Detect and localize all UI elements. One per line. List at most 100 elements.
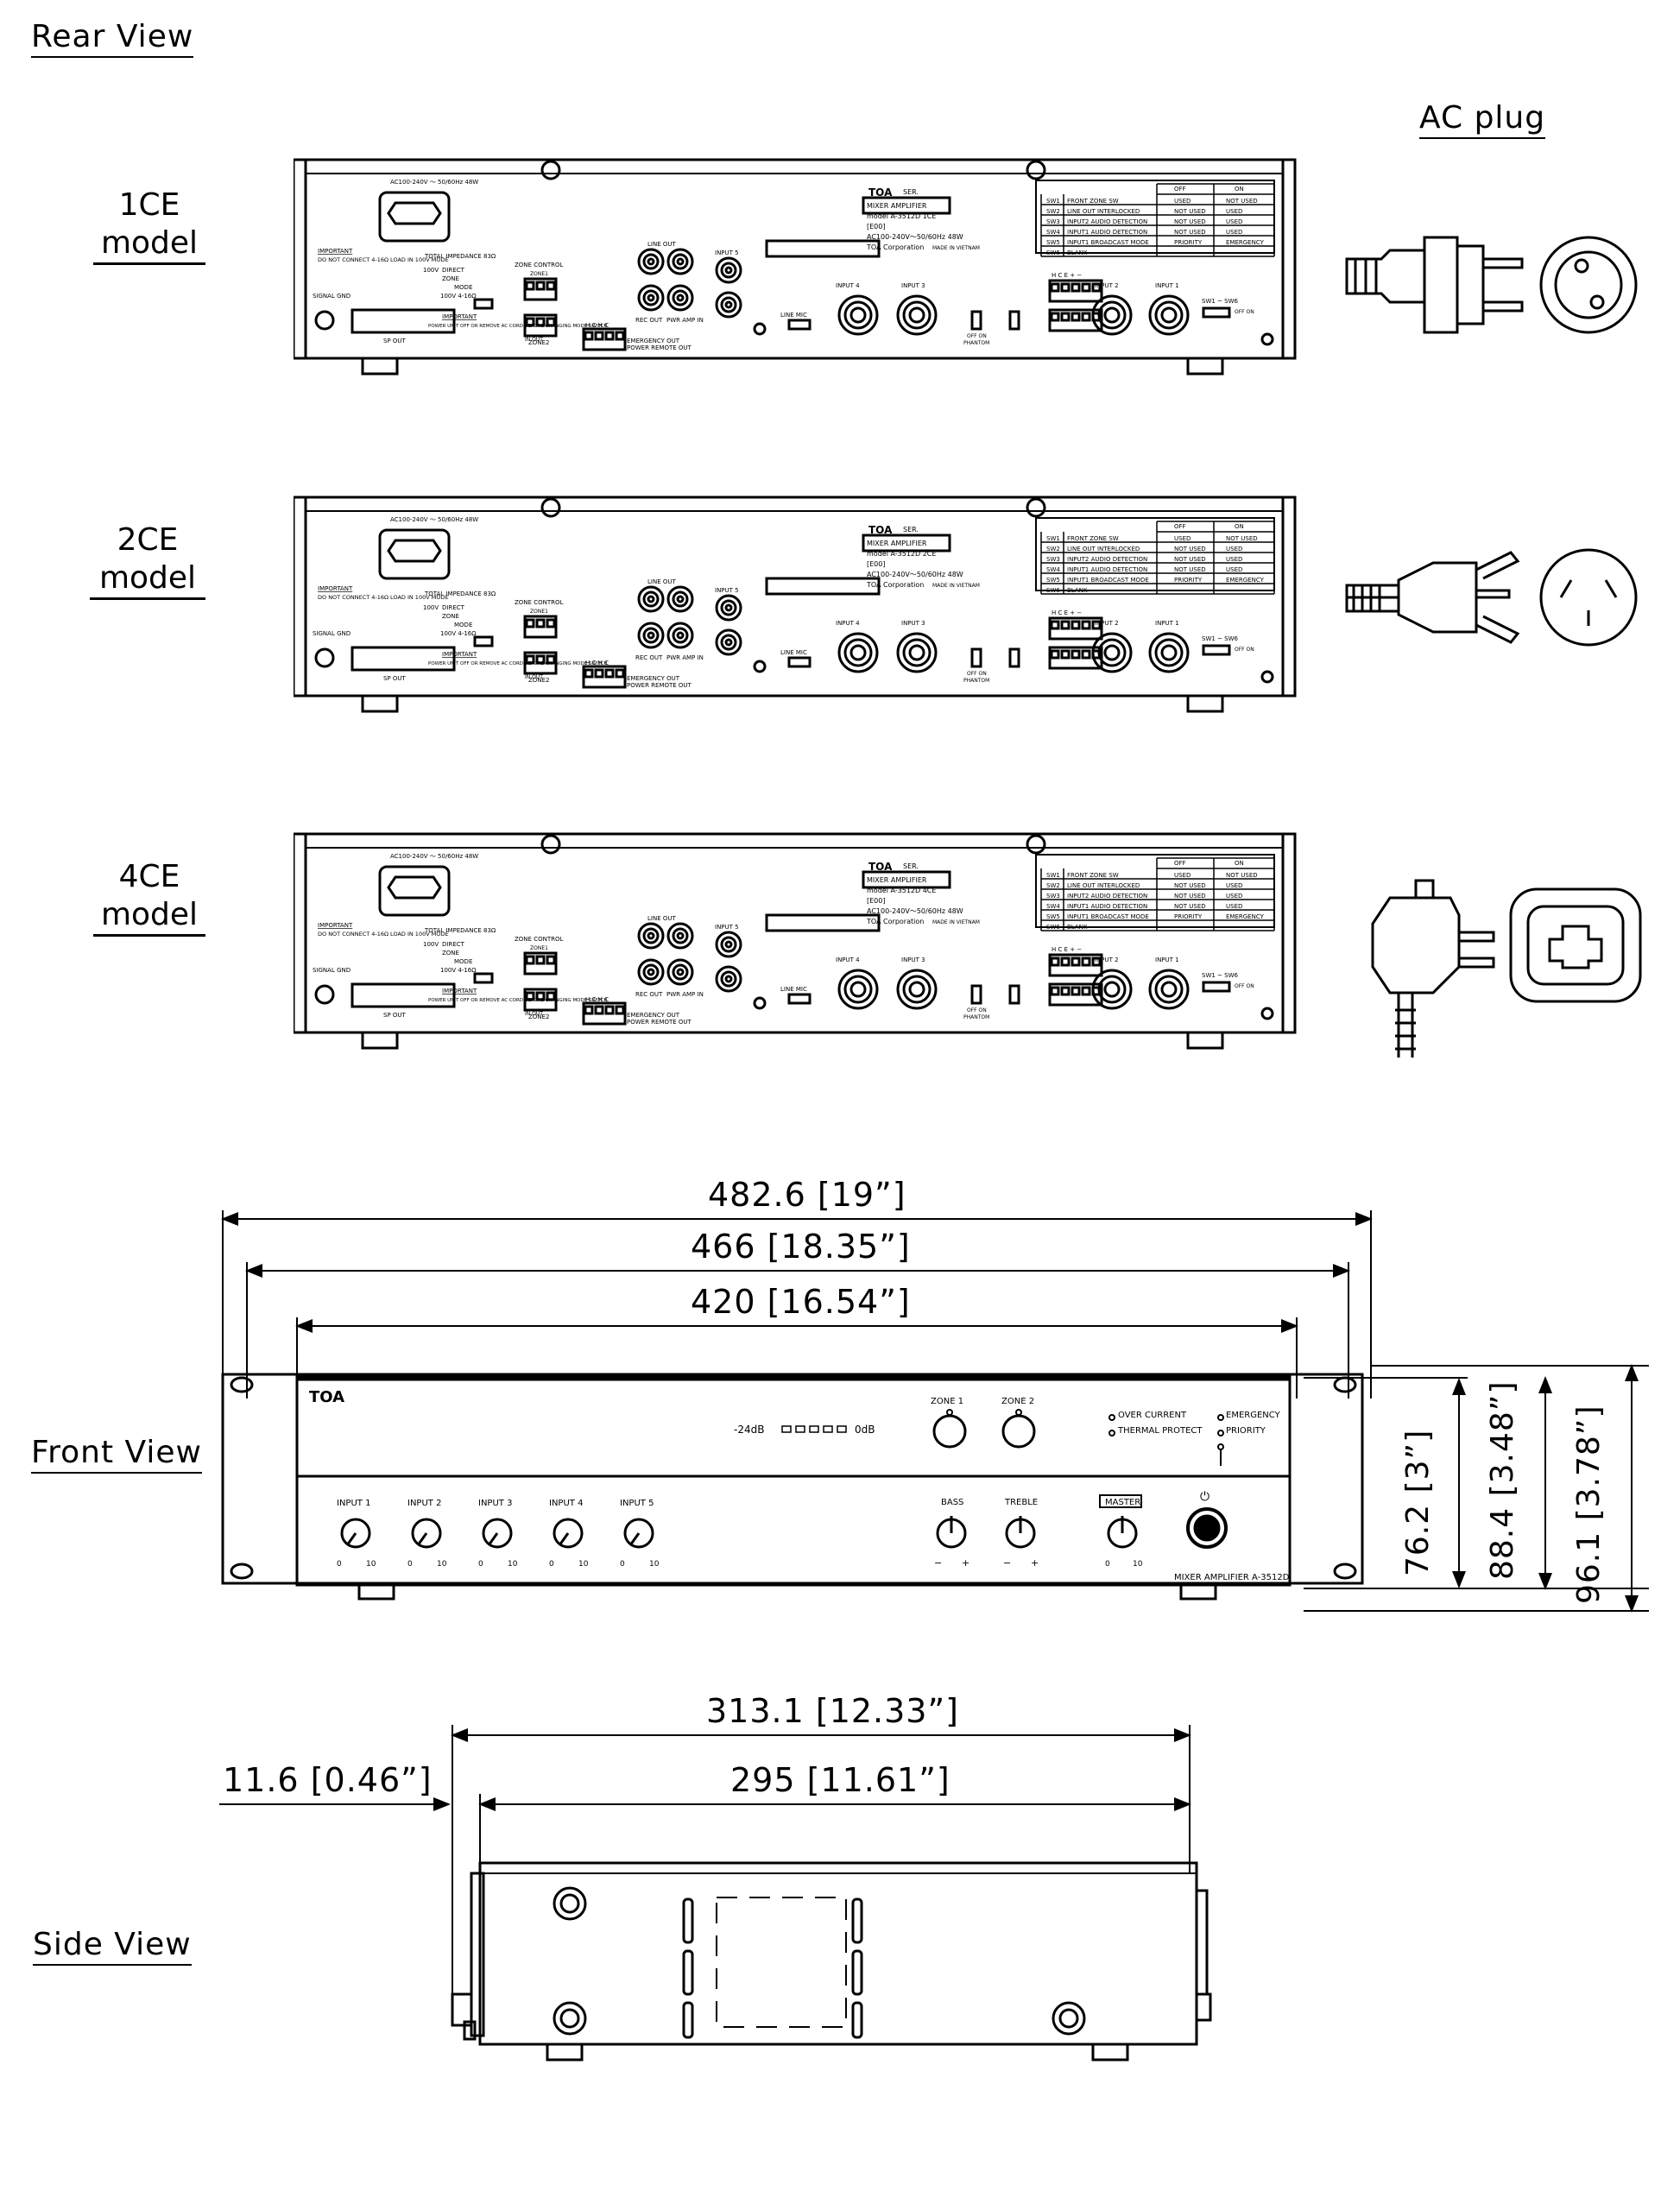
sw-cell-function: INPUT1 AUDIO DETECTION (1067, 566, 1147, 573)
sp-out-label: SP OUT (383, 675, 407, 682)
emergency-out-label: EMERGENCY OUT (627, 1012, 680, 1019)
direct-label: DIRECT (442, 941, 465, 948)
sw-cell-id: SW6 (1046, 249, 1060, 256)
front-model-label: MIXER AMPLIFIER A-3512D (1174, 1573, 1290, 1582)
line-mic-label: LINE MIC (780, 986, 807, 993)
sw-header-on: ON (1235, 186, 1244, 193)
phantom-label: PHANTOM (963, 1014, 989, 1020)
sw-cell-id: SW3 (1046, 893, 1060, 900)
front-dimensions (221, 1210, 1649, 1613)
sw-cell-function: INPUT2 AUDIO DETECTION (1067, 218, 1147, 225)
in-out-label: IN OUT (525, 674, 543, 680)
sw-cell-on: USED (1226, 556, 1242, 563)
line-out-label: LINE OUT (647, 915, 676, 922)
sw-cell-id: SW1 (1046, 872, 1060, 879)
input5-label: INPUT 5 (715, 587, 739, 594)
warning-label: DO NOT CONNECT 4-16Ω LOAD IN 100V MODE (318, 931, 449, 938)
power-rating-label: AC100-240V～50/60Hz 48W (867, 907, 963, 915)
rec-out-label: REC OUT (635, 317, 663, 324)
important-label: IMPORTANT (318, 585, 353, 592)
scale-low-label: 0 (337, 1560, 342, 1569)
input2-label: INPUT 2 (1095, 957, 1119, 963)
in-out-label: IN OUT (525, 337, 543, 343)
master-label: MASTER (1105, 1498, 1140, 1507)
input5-label: INPUT 5 (715, 249, 739, 256)
sw-cell-off: USED (1174, 198, 1191, 205)
line-out-label: LINE OUT (647, 578, 676, 585)
ac-in-label: AC100-240V ～ 50/60Hz 48W (390, 179, 478, 186)
e00-label: [E00] (867, 897, 885, 905)
input-knob-label: INPUT 2 (407, 1499, 441, 1508)
ac-in-label: AC100-240V ～ 50/60Hz 48W (390, 516, 478, 523)
hc-label: H C H C (585, 660, 609, 666)
schuko-socket-icon (1539, 236, 1638, 334)
model-line-label: model A-3512D 2CE (867, 550, 936, 558)
tone-minus-label: − (934, 1557, 942, 1569)
priority-label: PRIORITY (1226, 1426, 1266, 1436)
front-brand: TOA (309, 1388, 344, 1406)
mixer-amp-label: MIXER AMPLIFIER (867, 876, 927, 884)
v100-label: 100V (423, 604, 439, 611)
made-in-label: MADE IN VIETNAM (932, 245, 980, 251)
treble-knob[interactable]: −+ (1003, 1516, 1039, 1569)
ac-in-label: AC100-240V ～ 50/60Hz 48W (390, 853, 478, 860)
sw-cell-on: NOT USED (1226, 198, 1258, 205)
total-impedance-label: TOTAL IMPEDANCE 83Ω (424, 590, 496, 597)
sw-cell-off: — (1174, 924, 1180, 931)
sw-cell-function: LINE OUT INTERLOCKED (1067, 546, 1140, 552)
sw-cell-id: SW1 (1046, 198, 1060, 205)
rec-out-label: REC OUT (635, 654, 663, 661)
pwr-amp-in-label: PWR AMP IN (666, 654, 704, 661)
v100-label: 100V (423, 941, 439, 948)
input3-label: INPUT 3 (901, 957, 925, 963)
bass-knob[interactable]: −+ (934, 1516, 969, 1569)
tone-minus-label: − (1003, 1557, 1011, 1569)
sw-cell-id: SW5 (1046, 239, 1060, 246)
sw-cell-on: USED (1226, 893, 1242, 900)
bass-label: BASS (941, 1498, 963, 1507)
power-remote-out-label: POWER REMOTE OUT (627, 682, 692, 689)
input2-label: INPUT 2 (1095, 620, 1119, 627)
sw-cell-off: PRIORITY (1174, 239, 1203, 246)
sw-header-off: OFF (1174, 523, 1186, 530)
zone1-label: ZONE1 (530, 271, 548, 277)
important-label: IMPORTANT (318, 922, 353, 929)
power-remote-out-label: POWER REMOTE OUT (627, 1019, 692, 1026)
sw-cell-id: SW6 (1046, 924, 1060, 931)
sw-cell-function: INPUT1 AUDIO DETECTION (1067, 229, 1147, 236)
hc-label: H C H C (585, 322, 609, 329)
sw-cell-function: BLANK (1067, 587, 1088, 594)
zone2-label: ZONE2 (528, 677, 549, 684)
sw-cell-id: SW2 (1046, 208, 1060, 215)
sw-cell-on: USED (1226, 229, 1242, 236)
power-note-label: POWER UNIT OFF OR REMOVE AC CORD BEFORE … (428, 998, 608, 1003)
dim-depth-overall: 313.1 [12.33”] (706, 1692, 959, 1730)
sw-cell-off: USED (1174, 872, 1191, 879)
zone-label: ZONE (442, 613, 459, 620)
sw-cell-id: SW6 (1046, 587, 1060, 594)
sw-cell-id: SW5 (1046, 577, 1060, 584)
made-in-label: MADE IN VIETNAM (932, 919, 980, 925)
hce-label: H C E + − (1052, 946, 1082, 953)
in-out-label: IN OUT (525, 1011, 543, 1017)
sw-cell-id: SW4 (1046, 229, 1060, 236)
dim-depth-body: 295 [11.61”] (730, 1761, 951, 1799)
dim-width-overall: 482.6 [19”] (708, 1176, 906, 1214)
dim-width-body: 466 [18.35”] (691, 1228, 911, 1266)
zone2-label: ZONE2 (528, 1013, 549, 1020)
meter-leds (781, 1425, 847, 1433)
sw-cell-function: FRONT ZONE SW (1067, 535, 1119, 542)
zone-control-label: ZONE CONTROL (515, 936, 563, 943)
rear-panel-4ce: AC100-240V ～ 50/60Hz 48W IMPORTANT DO NO… (292, 825, 1304, 1063)
e00-label: [E00] (867, 560, 885, 568)
rear-panel-1ce: AC100-240V ～ 50/60Hz 48W IMPORTANT DO NO… (292, 151, 1304, 388)
line-out-label: LINE OUT (647, 241, 676, 248)
sw-cell-off: NOT USED (1174, 903, 1206, 910)
